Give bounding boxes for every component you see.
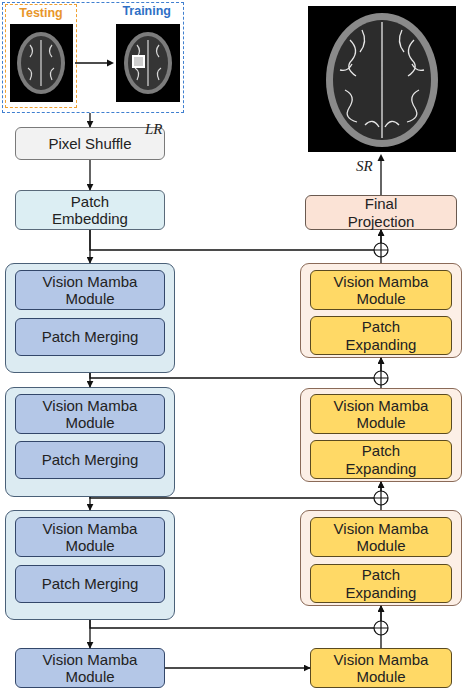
process-box: Vision Mamba Module xyxy=(15,394,165,434)
mri-skull xyxy=(124,32,172,94)
box-label: Patch Expanding xyxy=(331,318,431,353)
sum-symbols xyxy=(374,243,388,635)
mri-image xyxy=(116,24,180,102)
sample-arrow xyxy=(75,62,110,63)
process-box: Patch Embedding xyxy=(15,190,165,230)
mri-sulci xyxy=(340,22,424,138)
box-label: Patch Embedding xyxy=(41,193,139,228)
sum-plus xyxy=(374,371,388,385)
skip-connection xyxy=(90,482,381,498)
mri-brain xyxy=(128,36,168,90)
box-label: Vision Mamba Module xyxy=(28,651,152,686)
flow-arrow xyxy=(89,160,90,190)
box-label: Vision Mamba Module xyxy=(28,397,152,432)
box-label: Patch Merging xyxy=(42,575,139,592)
box-label: Vision Mamba Module xyxy=(28,273,152,308)
process-box: Patch Expanding xyxy=(310,564,452,603)
box-label: Testing xyxy=(19,6,63,20)
box-label: Vision Mamba Module xyxy=(331,397,431,432)
sum-plus xyxy=(374,621,388,635)
process-box: Vision Mamba Module xyxy=(310,394,452,434)
process-box: Patch Merging xyxy=(15,565,165,603)
sr-image xyxy=(308,6,456,152)
box-label: Vision Mamba Module xyxy=(331,520,431,555)
box-label: Vision Mamba Module xyxy=(331,651,431,686)
process-box: Final Projection xyxy=(305,195,457,230)
sum-plus xyxy=(374,491,388,505)
box-label: Patch Expanding xyxy=(331,442,431,477)
decoder-stage: Vision Mamba ModulePatch Expanding xyxy=(300,388,462,482)
box-label: Final Projection xyxy=(331,195,431,230)
training-patch xyxy=(133,56,144,67)
process-box: Patch Expanding xyxy=(310,316,452,355)
arrow-head xyxy=(378,154,385,161)
box-label: Training xyxy=(122,4,171,18)
skip-connection xyxy=(90,606,381,628)
box-label: Vision Mamba Module xyxy=(28,520,152,555)
sum-circle xyxy=(374,621,388,635)
encoder-stage: Vision Mamba ModulePatch Merging xyxy=(5,263,175,373)
encoder-stage: Vision Mamba ModulePatch Merging xyxy=(5,387,175,497)
sum-circle xyxy=(374,371,388,385)
process-box: Pixel Shuffle xyxy=(15,127,165,160)
decoder-stage: Vision Mamba ModulePatch Expanding xyxy=(300,263,462,358)
process-box: Vision Mamba Module xyxy=(15,517,165,557)
process-box: Vision Mamba Module xyxy=(15,648,165,688)
process-box: Vision Mamba Module xyxy=(15,270,165,310)
mri-skull xyxy=(326,13,438,147)
box-label: Pixel Shuffle xyxy=(48,135,131,152)
decoder-stage: Vision Mamba ModulePatch Expanding xyxy=(300,510,462,606)
flow-arrow xyxy=(89,113,90,127)
skip-connection xyxy=(90,358,381,378)
arrow-head xyxy=(107,60,114,67)
box-label: Vision Mamba Module xyxy=(331,273,431,308)
process-box: Vision Mamba Module xyxy=(310,270,452,310)
flow-arrow xyxy=(165,667,310,668)
sum-circle xyxy=(374,243,388,257)
box-label: Patch Merging xyxy=(42,328,139,345)
skip-connection xyxy=(90,230,381,250)
output-arrow xyxy=(380,160,381,195)
process-box: Patch Merging xyxy=(15,441,165,479)
process-box: Patch Expanding xyxy=(310,440,452,479)
process-box: Vision Mamba Module xyxy=(310,517,452,557)
mri-skull xyxy=(17,32,65,94)
sum-circle xyxy=(374,491,388,505)
encoder-stage: Vision Mamba ModulePatch Merging xyxy=(5,510,175,620)
mri-sulci xyxy=(28,40,54,86)
image-label: SR xyxy=(356,158,373,175)
mri-brain xyxy=(333,20,431,140)
box-label: Patch Merging xyxy=(42,451,139,468)
sum-plus xyxy=(374,243,388,257)
flow-arrow xyxy=(89,497,90,510)
process-box: Vision Mamba Module xyxy=(310,648,452,688)
image-label: LR xyxy=(145,121,163,138)
mri-image xyxy=(10,24,73,102)
mri-brain xyxy=(21,36,61,90)
process-box: Patch Merging xyxy=(15,318,165,356)
box-label: Patch Expanding xyxy=(331,566,431,601)
